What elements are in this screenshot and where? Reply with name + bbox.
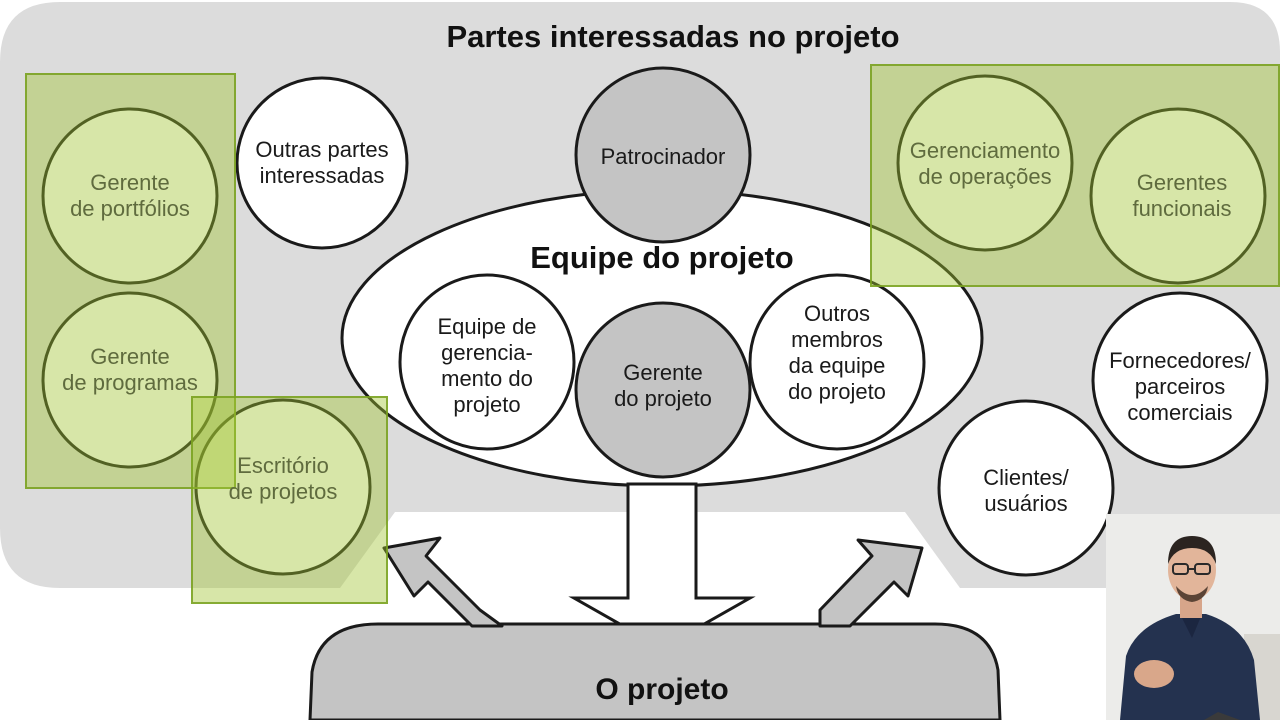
presenter-video bbox=[1106, 514, 1280, 720]
management-team-label: Equipe de gerencia- mento do projeto bbox=[437, 314, 537, 417]
other-members-label: Outros membros da equipe do projeto bbox=[788, 301, 886, 404]
portfolio-manager-label: Gerente de portfólios bbox=[70, 170, 190, 221]
operations-management-node bbox=[896, 74, 1074, 252]
operations-management-label: Gerenciamento de operações bbox=[909, 138, 1061, 189]
right-arrow bbox=[818, 538, 924, 628]
other-stakeholders-node bbox=[235, 76, 409, 250]
suppliers-label: Fornecedores/ parceiros comerciais bbox=[1109, 348, 1251, 425]
presenter-image bbox=[1106, 514, 1280, 720]
customers-node bbox=[937, 399, 1115, 577]
program-manager-node bbox=[41, 291, 219, 469]
other-members-node bbox=[748, 273, 926, 451]
sponsor-label: Patrocinador bbox=[600, 144, 726, 169]
portfolio-manager-node bbox=[41, 107, 219, 285]
project-title: O projeto bbox=[595, 673, 729, 706]
functional-managers-label: Gerentes funcionais bbox=[1132, 170, 1232, 221]
left-arrow bbox=[382, 536, 504, 628]
functional-managers-node bbox=[1089, 107, 1267, 285]
project-manager-node bbox=[574, 301, 752, 479]
management-team-node bbox=[398, 273, 576, 451]
customers-label: Clientes/ usuários bbox=[983, 465, 1069, 516]
project-shape bbox=[308, 622, 1002, 720]
highlight-left bbox=[25, 73, 236, 489]
team-title: Equipe do projeto bbox=[530, 240, 794, 275]
other-stakeholders-label: Outras partes interessadas bbox=[255, 137, 389, 188]
diagram-title: Partes interessadas no projeto bbox=[446, 19, 900, 54]
highlight-right bbox=[870, 64, 1280, 287]
highlight-pmo bbox=[191, 396, 388, 604]
sponsor-node bbox=[574, 66, 752, 244]
pmo-label: Escritório de projetos bbox=[228, 453, 338, 504]
suppliers-node bbox=[1091, 291, 1269, 469]
program-manager-label: Gerente de programas bbox=[62, 344, 198, 395]
project-manager-label: Gerente do projeto bbox=[614, 360, 712, 411]
